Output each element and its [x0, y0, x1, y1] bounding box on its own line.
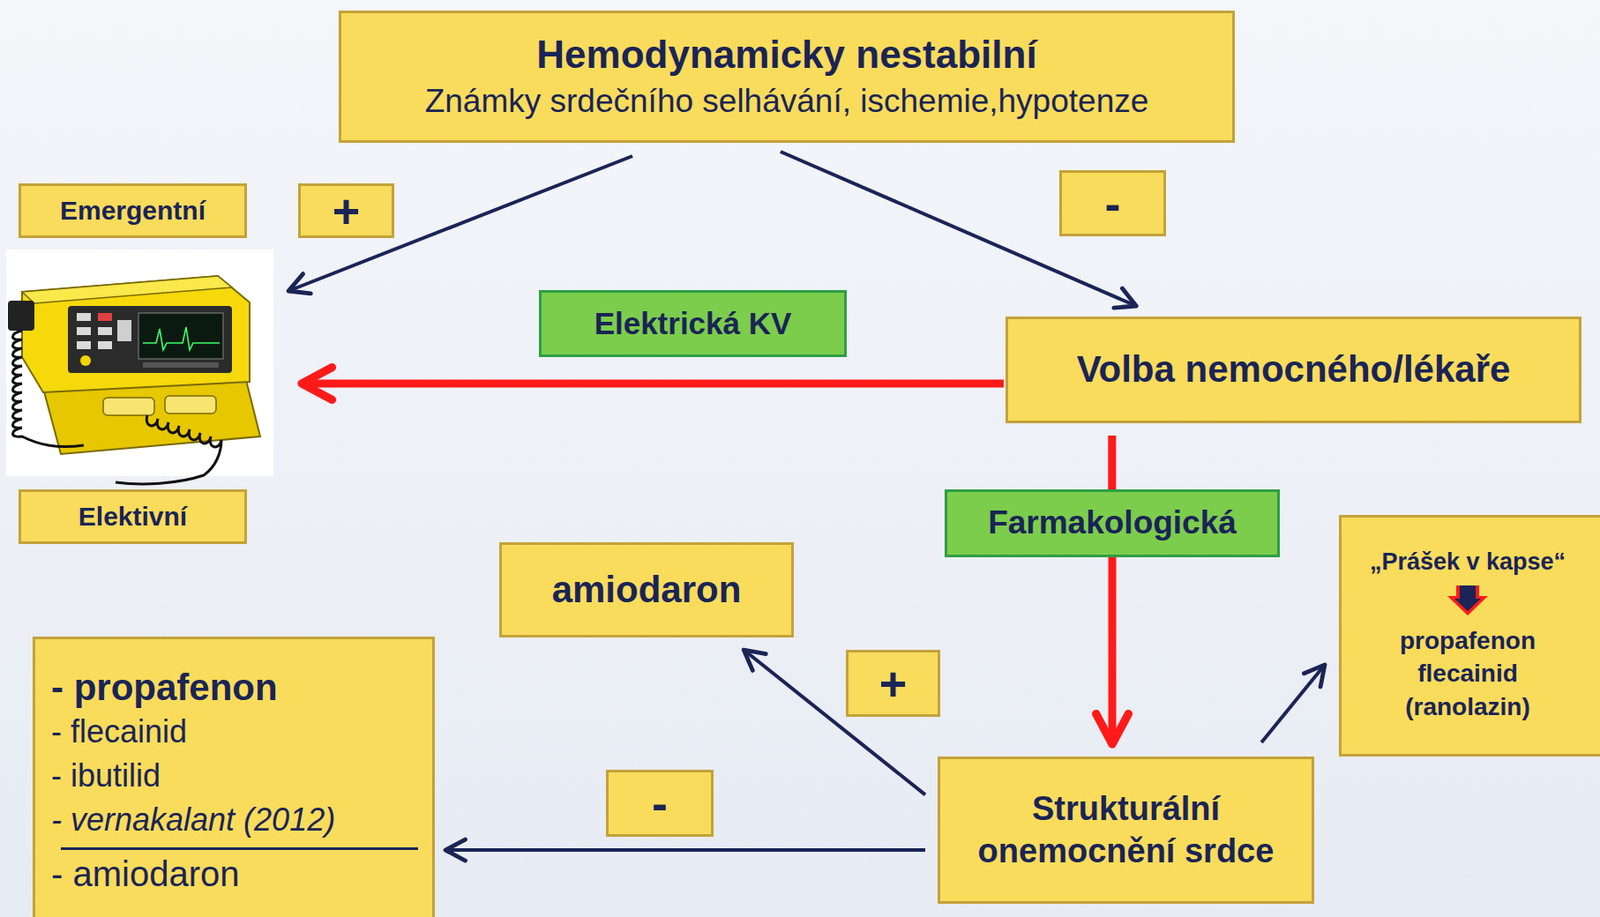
- node-label: Známky srdečního selhávání, ischemie,hyp…: [425, 82, 1150, 121]
- flow-arrow: [743, 650, 926, 795]
- sign-box: -: [1059, 170, 1167, 237]
- sign-box: -: [605, 770, 714, 838]
- option-label: Emergentní: [18, 183, 247, 239]
- drug-box: „Prášek v kapse“ propafenon flecainid (r…: [1338, 515, 1600, 757]
- node-label: Elektrická KV: [594, 306, 793, 342]
- method-box: Elektrická KV: [538, 290, 847, 358]
- node-label: Hemodynamicky nestabilní: [536, 32, 1037, 78]
- flow-arrow: [1261, 665, 1325, 743]
- emergency-arrow: [288, 156, 633, 292]
- node-label: -: [1105, 179, 1122, 228]
- cardioversion-arrow: [301, 380, 1004, 389]
- defibrillator-illustration: [6, 249, 274, 485]
- node-label: - propafenon: [51, 665, 278, 711]
- flow-arrow: [1107, 435, 1116, 490]
- node-label: +: [332, 186, 361, 235]
- condition-box: Strukturální onemocnění srdce: [937, 756, 1315, 905]
- node-label: „Prášek v kapse“: [1369, 547, 1566, 576]
- drug-list-box: - propafenon- flecainid- ibutilid- verna…: [32, 636, 435, 917]
- condition-box: Hemodynamicky nestabilníZnámky srdečního…: [338, 10, 1235, 143]
- node-label: - ibutilid: [51, 754, 161, 799]
- node-label: - flecainid: [51, 710, 187, 755]
- node-label: Farmakologická: [987, 504, 1237, 543]
- sign-box: +: [845, 650, 941, 718]
- node-label: - vernakalant (2012): [51, 798, 336, 843]
- flow-arrow: [1108, 557, 1117, 745]
- decision-box: Volba nemocného/lékaře: [1005, 316, 1582, 424]
- node-label: +: [879, 659, 908, 708]
- edge-layer: [445, 151, 1325, 851]
- node-label: - amiodaron: [51, 852, 240, 897]
- node-label: Emergentní: [59, 195, 206, 227]
- divider-line: [60, 847, 419, 851]
- node-label: Elektivní: [78, 501, 187, 533]
- node-label: Strukturální onemocnění srdce: [952, 788, 1300, 873]
- sign-box: +: [298, 183, 395, 239]
- option-label: Elektivní: [18, 489, 247, 545]
- node-label: amiodaron: [552, 568, 742, 612]
- drug-box: amiodaron: [499, 542, 794, 638]
- node-label: Volba nemocného/lékaře: [1076, 348, 1511, 391]
- down-arrow-icon: [1447, 585, 1488, 616]
- flow-arrow: [445, 848, 926, 853]
- node-label: -: [651, 779, 668, 828]
- method-box: Farmakologická: [944, 489, 1280, 558]
- node-label: propafenon flecainid (ranolazin): [1370, 624, 1565, 725]
